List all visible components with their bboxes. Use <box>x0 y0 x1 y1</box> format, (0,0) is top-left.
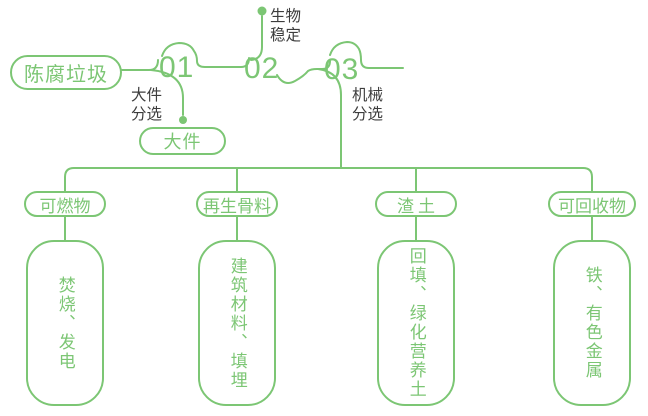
flow-line-segment <box>121 59 159 71</box>
branch-category-pill: 可回收物 <box>548 191 636 217</box>
outcome-box: 回填、绿化营养土 <box>377 240 455 406</box>
branch1-outcome-text: 焚烧、发电 <box>55 275 75 371</box>
drop-line-step3 <box>317 68 342 169</box>
step-number-1: 01 <box>159 51 195 84</box>
source-pill: 陈腐垃圾 <box>10 55 122 90</box>
branch-category-pill: 渣土 <box>375 191 457 217</box>
step-number-3: 03 <box>324 53 360 86</box>
branch4-category-label: 可回收物 <box>558 196 626 216</box>
flow-line-arc-step1 <box>161 42 250 68</box>
step1-process-label: 大件分选 <box>131 87 163 123</box>
branch2-category-label: 再生骨料 <box>203 196 271 216</box>
stem-line-step2-label <box>250 15 263 61</box>
branch1-category-label: 可燃物 <box>39 196 91 216</box>
drop-line-step1-output <box>150 69 184 116</box>
outcome-box: 铁、有色金属 <box>553 240 631 406</box>
outcome-box: 建筑材料、填埋 <box>198 240 276 406</box>
branch3-outcome-text: 回填、绿化营养土 <box>406 247 426 399</box>
branch4-outcome-text: 铁、有色金属 <box>582 266 602 380</box>
flow-line-arc-step3 <box>329 41 404 69</box>
outcome-box: 焚烧、发电 <box>26 240 104 406</box>
connector-dot <box>179 116 187 124</box>
flow-line-swoosh-step2 <box>276 60 331 84</box>
connector-dot <box>257 6 267 16</box>
step3-process-label: 机械分选 <box>352 87 384 123</box>
step2-process-label: 生物稳定 <box>270 8 302 44</box>
branch-category-pill: 可燃物 <box>24 191 106 217</box>
branch-category-pill: 再生骨料 <box>196 191 278 217</box>
branch2-outcome-text: 建筑材料、填埋 <box>227 256 247 390</box>
step1-output-pill: 大件 <box>139 127 226 155</box>
branch3-category-label: 渣土 <box>397 196 439 216</box>
source-label: 陈腐垃圾 <box>24 64 108 86</box>
step-number-2: 02 <box>244 52 280 85</box>
bus-line <box>64 167 593 192</box>
step1-output-label: 大件 <box>163 132 202 152</box>
